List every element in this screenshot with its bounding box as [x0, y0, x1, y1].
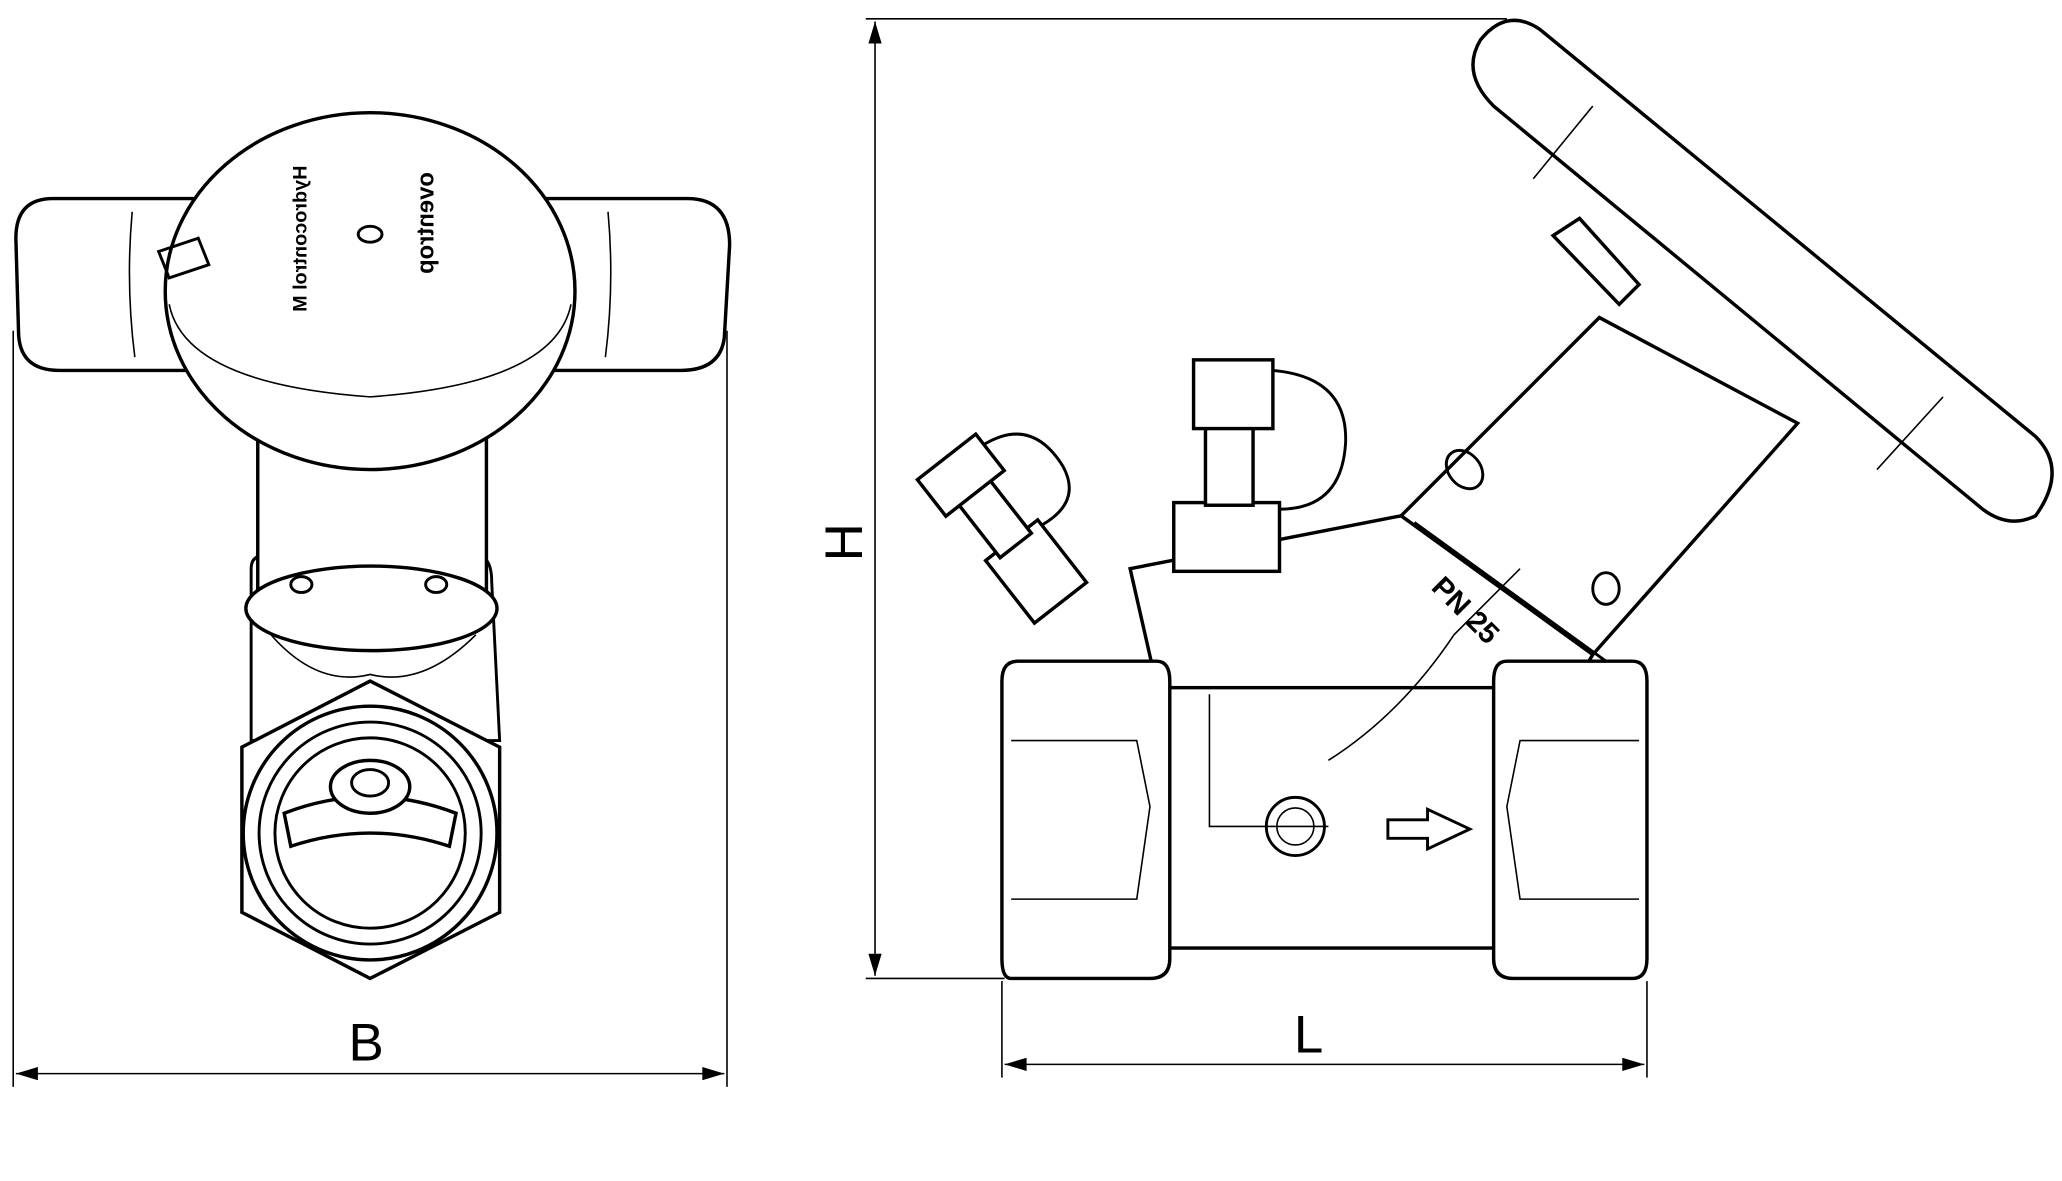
dimension-b: B [12, 330, 728, 1087]
test-port-left [914, 431, 1089, 626]
side-view: H L [815, 18, 2054, 1078]
handwheel-top: Hydrocontrol M oventrop [14, 110, 732, 472]
dimension-b-label: B [349, 1013, 384, 1072]
dimension-h: H [815, 18, 1507, 980]
dimension-l: L [1001, 981, 1648, 1078]
valve-body-end [240, 554, 502, 981]
model-marking: Hydrocontrol M [290, 166, 312, 312]
valve-body: PN 25 [1000, 513, 1649, 981]
test-port-right [1172, 358, 1348, 574]
brand-marking: oventrop [413, 172, 440, 274]
dimension-h-label: H [815, 523, 874, 561]
dimension-l-label: L [1294, 1005, 1323, 1064]
handwheel-side [1471, 18, 2054, 523]
front-view: B Hydrocontrol M [12, 110, 732, 1087]
